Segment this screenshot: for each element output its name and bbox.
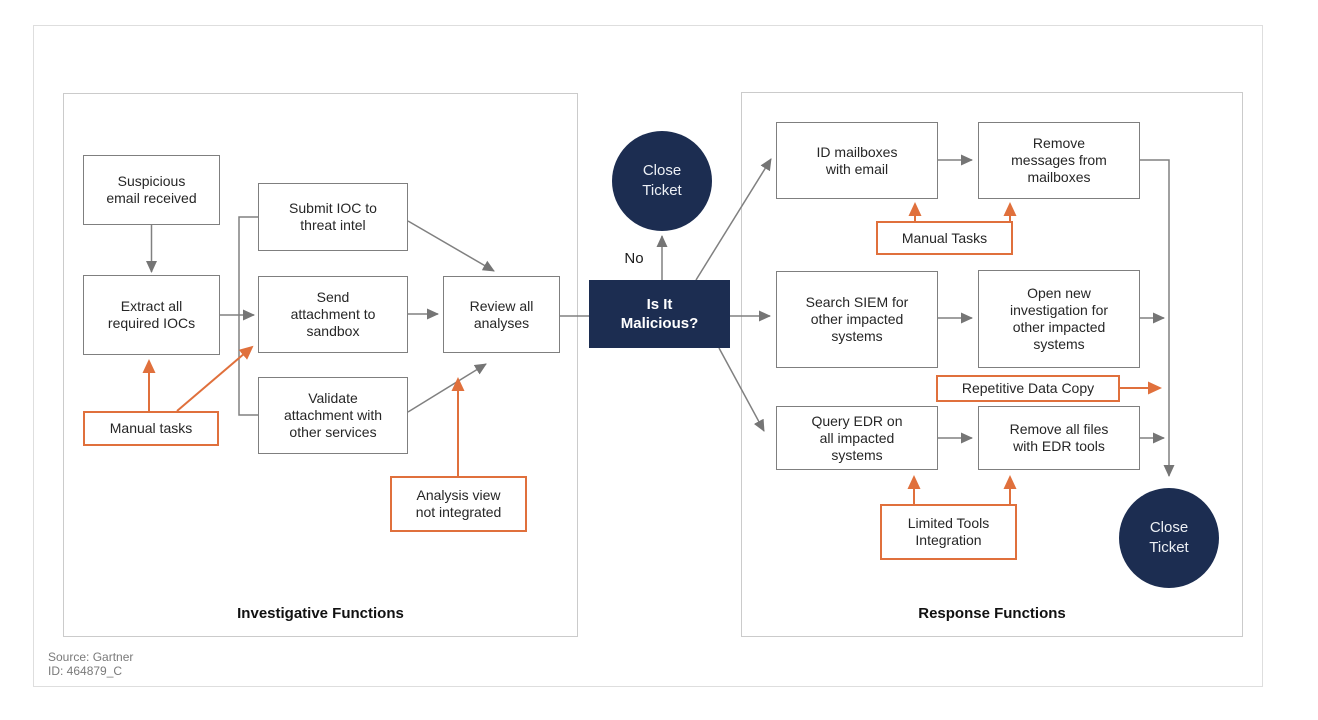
step-review-analyses: Review all analyses (443, 276, 560, 353)
step-send-attachment: Send attachment to sandbox (258, 276, 408, 353)
connector-branch-submit-validate (238, 216, 258, 416)
step-search-siem: Search SIEM for other impacted systems (776, 271, 938, 368)
annotation-manual-tasks-left: Manual tasks (83, 411, 219, 446)
no-label: No (624, 250, 644, 267)
step-extract-iocs: Extract all required IOCs (83, 275, 220, 355)
step-suspicious-email: Suspicious email received (83, 155, 220, 225)
footer-note: Source: Gartner ID: 464879_C (48, 650, 133, 678)
response-panel (741, 92, 1243, 637)
arrow-manual-tasks-to-send (176, 345, 254, 412)
source-line: Source: Gartner (48, 650, 134, 664)
connector-validate-to-review (407, 363, 487, 413)
annotation-limited-tools: Limited Tools Integration (880, 504, 1017, 560)
connector-decision-to-id-mailboxes (695, 158, 772, 281)
close-ticket-bottom: Close Ticket (1119, 488, 1219, 588)
step-open-investigation: Open new investigation for other impacte… (978, 270, 1140, 368)
panel-title-response: Response Functions (918, 605, 1066, 622)
step-remove-files: Remove all files with EDR tools (978, 406, 1140, 470)
step-submit-ioc: Submit IOC to threat intel (258, 183, 408, 251)
panel-title-investigative: Investigative Functions (237, 605, 404, 622)
close-ticket-top: Close Ticket (612, 131, 712, 231)
investigative-panel (63, 93, 578, 637)
annotation-manual-tasks-right: Manual Tasks (876, 221, 1013, 255)
outer-frame (33, 25, 1263, 687)
step-query-edr: Query EDR on all impacted systems (776, 406, 938, 470)
decision-is-it-malicious: Is It Malicious? (589, 280, 730, 348)
annotation-repetitive-data-copy: Repetitive Data Copy (936, 375, 1120, 402)
step-id-mailboxes: ID mailboxes with email (776, 122, 938, 199)
step-validate-attachment: Validate attachment with other services (258, 377, 408, 454)
annotation-analysis-view: Analysis view not integrated (390, 476, 527, 532)
connector-remove-messages-to-close-bottom (1140, 159, 1175, 477)
id-line: ID: 464879_C (48, 664, 123, 678)
connector-decision-to-query-edr (718, 347, 765, 432)
step-remove-messages: Remove messages from mailboxes (978, 122, 1140, 199)
connector-submit-to-review (407, 220, 495, 272)
